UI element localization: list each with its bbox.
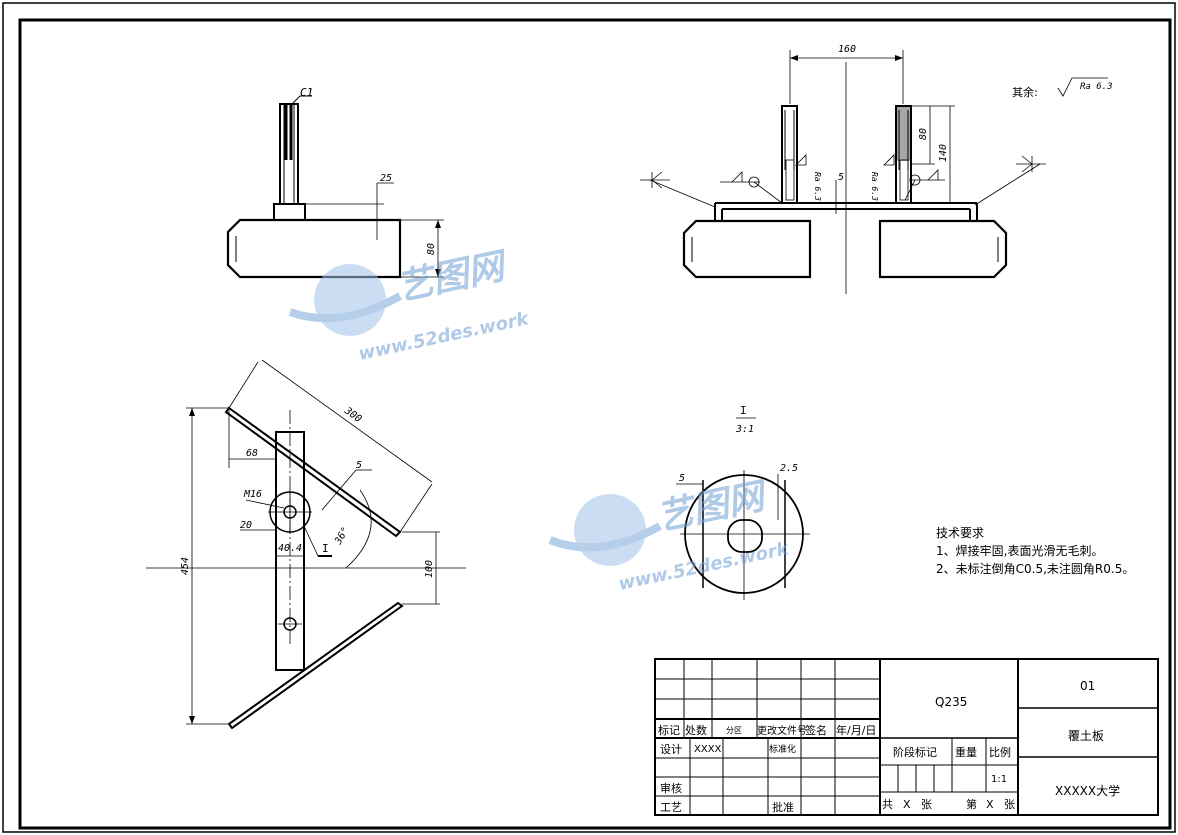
dim-5-top: 5 <box>356 460 362 471</box>
ratio-label: 比例 <box>989 745 1011 759</box>
detail-ref-label: I <box>322 542 329 555</box>
dim-300: 300 <box>341 405 363 425</box>
material: Q235 <box>935 695 967 709</box>
watermark-site-2: www.52des.work <box>617 538 792 595</box>
tech-req-line1: 1、焊接牢固,表面光滑无毛刺。 <box>936 543 1103 558</box>
dim-68: 68 <box>246 448 258 459</box>
dim-100: 100 <box>424 560 435 578</box>
drawing-no: 01 <box>1080 679 1095 693</box>
dim-25-front: 25 <box>380 173 392 184</box>
watermark-site: www.52des.work <box>357 308 532 365</box>
weight-label: 重量 <box>955 745 977 759</box>
col-zone: 分区 <box>726 726 742 735</box>
front-view <box>226 95 444 279</box>
design-label: 设计 <box>660 743 682 756</box>
col-doc: 更改文件号 <box>757 724 807 737</box>
title-block <box>654 658 1159 816</box>
surface-value: Ra 6.3 <box>1080 82 1113 92</box>
total-label: 共 <box>882 798 893 811</box>
tech-req-line2: 2、未标注倒角C0.5,未注圆角R0.5。 <box>936 561 1134 576</box>
stage-mark-label: 阶段标记 <box>893 745 937 759</box>
ra-right: Ra 6.3 <box>870 172 879 201</box>
dim-140: 140 <box>938 144 949 162</box>
page-x: X <box>986 798 994 811</box>
thread-label: M16 <box>243 489 262 500</box>
dim-80-side: 80 <box>918 128 929 140</box>
top-view <box>146 359 466 730</box>
dim-5-side: 5 <box>838 172 844 183</box>
total-x: X <box>903 798 911 811</box>
designer: XXXX <box>694 744 722 755</box>
dim-160: 160 <box>838 44 856 55</box>
col-mark: 标记 <box>658 723 680 737</box>
dim-20: 20 <box>240 520 252 531</box>
dim-454: 454 <box>180 557 191 575</box>
watermark-1: 艺图网 www.52des.work <box>288 245 532 365</box>
school-name: XXXXX大学 <box>1055 783 1120 798</box>
process-label: 工艺 <box>660 801 682 814</box>
col-count: 处数 <box>685 724 707 737</box>
total-zhang: 张 <box>921 798 932 811</box>
watermark-brand: 艺图网 <box>393 245 512 309</box>
ra-left: Ra 6.3 <box>813 172 822 201</box>
col-sign: 签名 <box>805 723 827 737</box>
approve-label: 批准 <box>772 800 794 814</box>
part-name: 覆土板 <box>1068 729 1104 743</box>
side-view <box>640 50 1108 294</box>
section-scale: 3:1 <box>735 424 754 435</box>
detail-view <box>676 417 810 600</box>
standard-label: 标准化 <box>769 743 796 755</box>
angle-label: 36° <box>333 525 352 547</box>
inner-frame <box>18 18 1172 830</box>
col-date: 年/月/日 <box>836 723 876 737</box>
section-label: I <box>740 404 747 417</box>
page-zhang: 张 <box>1004 798 1015 811</box>
dim-40-4: 40.4 <box>278 543 302 554</box>
chamfer-label: C1 <box>300 86 313 99</box>
review-label: 审核 <box>660 781 682 795</box>
dim-80-front: 80 <box>426 243 437 255</box>
page-label: 第 <box>966 797 977 811</box>
surface-note: 其余: <box>1012 85 1038 99</box>
watermark-2: 艺图网 www.52des.work <box>548 475 792 595</box>
dim-2-5-detail: 2.5 <box>780 463 798 474</box>
dim-5-detail: 5 <box>679 473 685 484</box>
tech-req-title: 技术要求 <box>936 526 984 540</box>
scale-value: 1:1 <box>991 774 1007 785</box>
